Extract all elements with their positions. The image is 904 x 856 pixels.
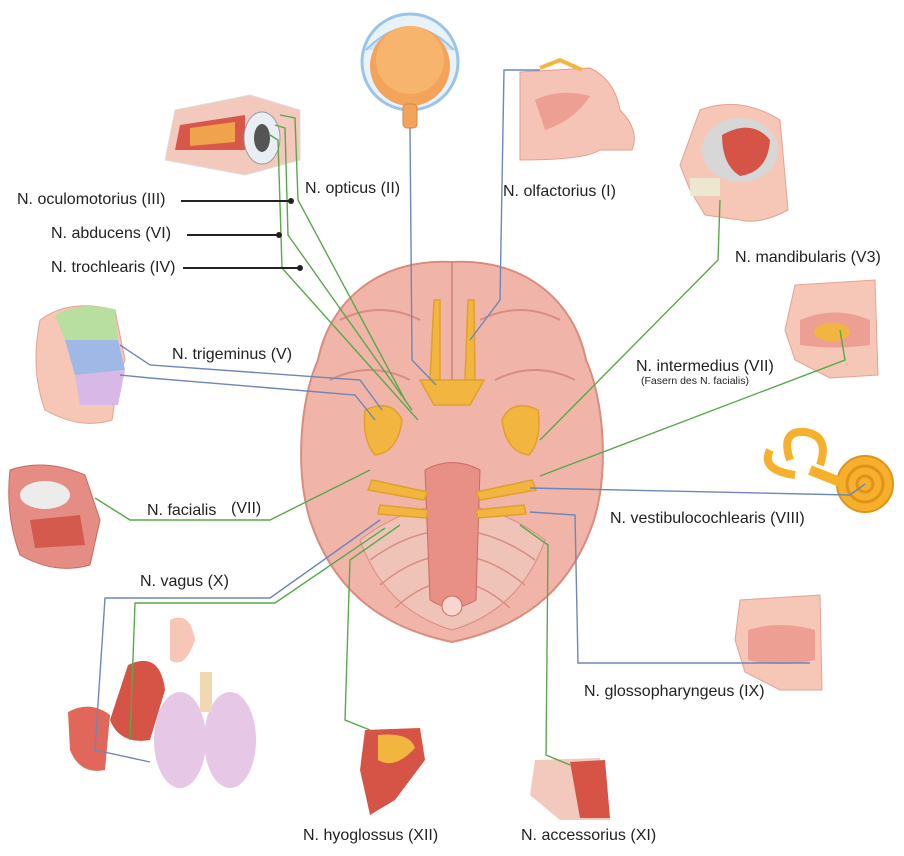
neck-muscles-illustration (530, 758, 610, 820)
label-oculomotorius: N. oculomotorius (III) (17, 191, 166, 208)
label-facialis-num: (VII) (231, 500, 262, 517)
leader-dots (276, 198, 303, 271)
head-jaw-illustration (679, 103, 789, 222)
accessory-nerve-line (519, 524, 571, 766)
label-facialis: N. facialis (147, 502, 217, 519)
hyoglossal-nerve-line (344, 524, 401, 731)
oral-cavity-illustration (784, 279, 879, 379)
facial-muscles-illustration (8, 464, 101, 569)
label-accessorius: N. accessorius (XI) (521, 827, 657, 844)
eyeball-illustration (360, 12, 460, 129)
trochlear-nerve-line (269, 134, 419, 421)
nerve-paths (94, 69, 866, 766)
brainstem-illustration (424, 462, 481, 617)
intermedius-nerve-line (539, 329, 846, 477)
label-leader-lines (181, 200, 300, 269)
label-intermedius: N. intermedius (VII) (636, 358, 774, 375)
inner-ear-illustration (763, 427, 894, 513)
label-opticus: N. opticus (II) (305, 180, 401, 197)
nasal-cavity-illustration (519, 57, 635, 161)
pharynx-illustration (734, 594, 823, 691)
abducens-nerve-line (274, 124, 413, 411)
glossopharyngeal-nerve-line (529, 511, 810, 664)
facialis-nerve-line (94, 469, 371, 521)
label-abducens: N. abducens (VI) (51, 225, 172, 242)
mandibular-nerve-line (539, 199, 721, 441)
trigeminus-nerve-line-1 (119, 344, 383, 411)
vagus-nerve-line-1 (94, 519, 381, 763)
tongue-illustration (360, 728, 425, 815)
label-trigeminus: N. trigeminus (V) (172, 346, 293, 363)
vagus-nerve-line-2 (129, 527, 386, 741)
label-olfactorius: N. olfactorius (I) (503, 183, 616, 200)
label-mandibularis: N. mandibularis (V3) (735, 249, 881, 266)
eye-muscles-illustration (164, 94, 301, 176)
trigeminus-nerve-line-2 (119, 374, 376, 421)
label-vestibulocochlearis: N. vestibulocochlearis (VIII) (610, 510, 805, 527)
oculomotor-nerve-line (279, 114, 406, 401)
label-glossopharyngeus: N. glossopharyngeus (IX) (584, 683, 765, 700)
olfactory-nerve-line (469, 69, 540, 341)
label-trochlearis: N. trochlearis (IV) (51, 259, 176, 276)
label-vagus: N. vagus (X) (140, 573, 229, 590)
face-dermatome-illustration (35, 305, 126, 424)
label-hyoglossus: N. hyoglossus (XII) (303, 827, 439, 844)
vestibulocochlear-nerve-line (529, 483, 866, 496)
label-intermedius-sub: (Fasern des N. facialis) (641, 375, 749, 387)
optic-nerve-line (409, 127, 437, 386)
thoracic-abdominal-organs-illustration (68, 617, 256, 788)
nerve-roots-illustration (363, 299, 540, 519)
